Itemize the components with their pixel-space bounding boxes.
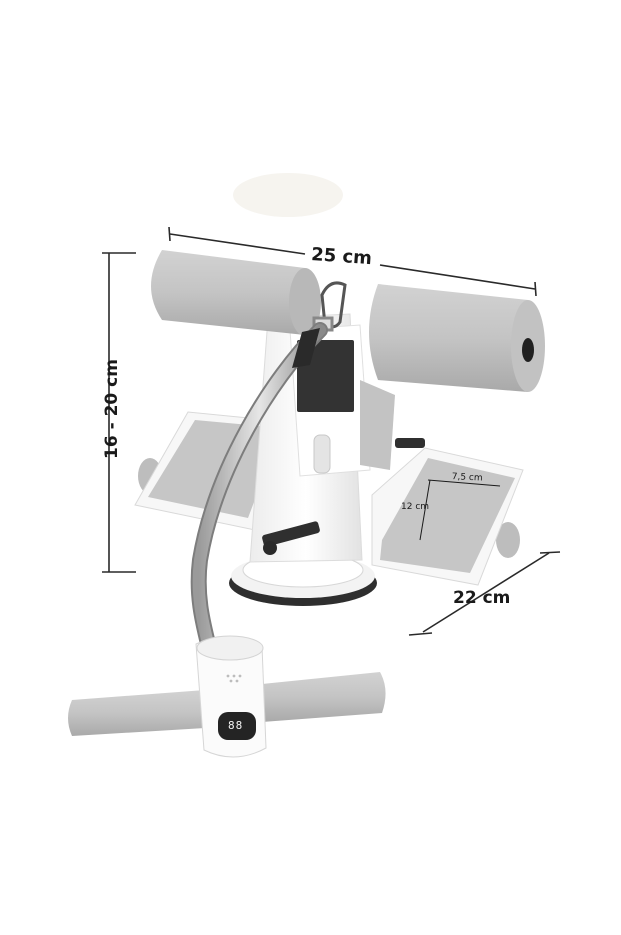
handle bbox=[68, 635, 386, 758]
handle-display-digits: 88 bbox=[228, 719, 244, 732]
left-roller bbox=[151, 250, 321, 336]
width-line-right bbox=[379, 264, 536, 290]
clamps bbox=[262, 438, 425, 555]
dimension-lines bbox=[102, 226, 561, 636]
depth-line bbox=[422, 552, 550, 633]
right-foot-pad bbox=[371, 447, 524, 586]
adjust-button bbox=[313, 434, 331, 474]
handle-display bbox=[218, 712, 256, 740]
height-dimension-label: 16 - 20 cm bbox=[102, 359, 122, 459]
pad-length-label: 12 cm bbox=[401, 502, 430, 512]
right-roller bbox=[369, 284, 545, 392]
background-glare bbox=[233, 173, 343, 217]
width-dimension-label: 25 cm bbox=[310, 244, 373, 270]
pad-width-label: 7,5 cm bbox=[451, 472, 483, 484]
width-line-left bbox=[169, 233, 306, 255]
left-foot-pad bbox=[134, 411, 291, 531]
depth-dimension-label: 22 cm bbox=[453, 588, 511, 608]
elastic-cord bbox=[190, 322, 328, 668]
